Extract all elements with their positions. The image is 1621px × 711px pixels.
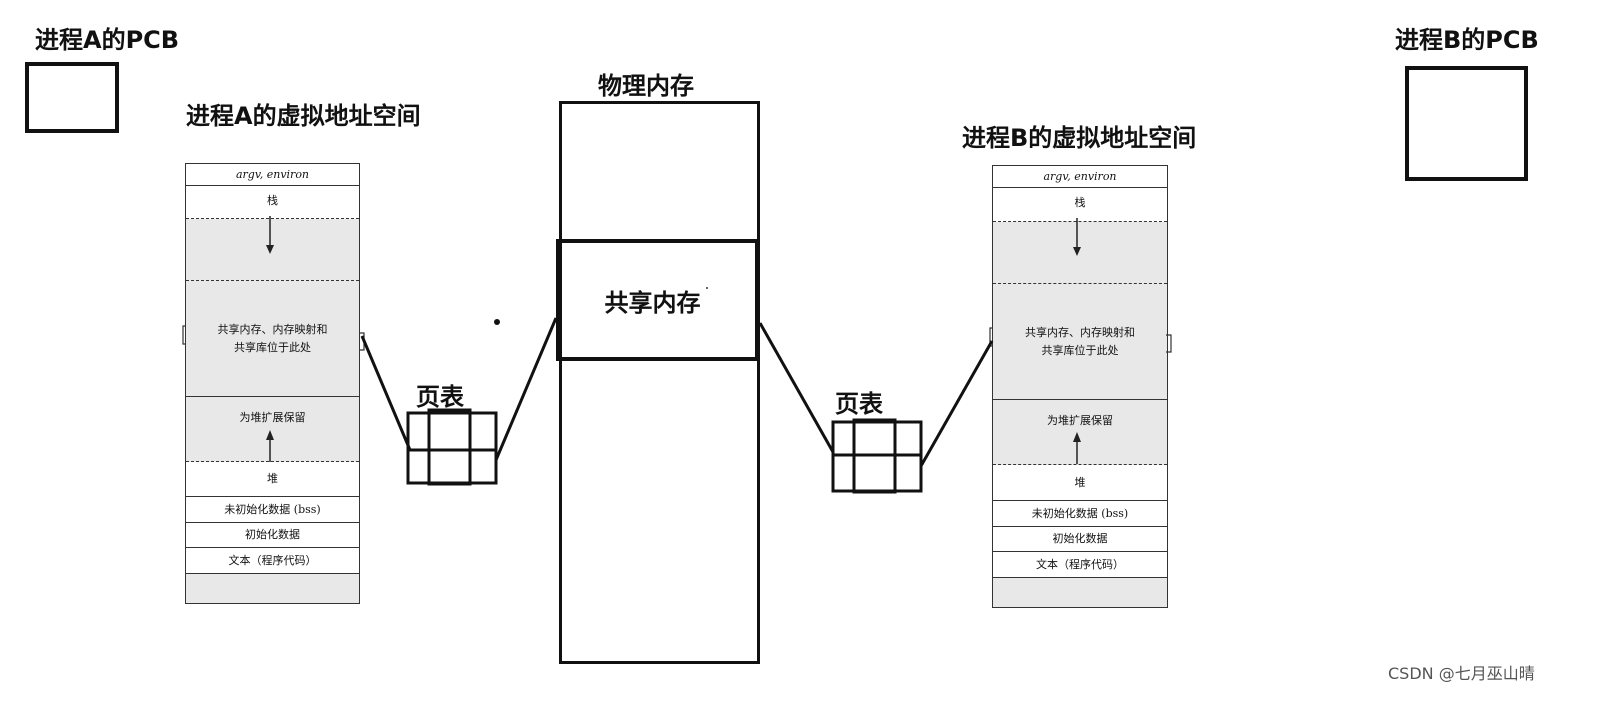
vas-a-heap-reserve: 为堆扩展保留 <box>186 397 359 462</box>
vas-a-stack: 栈 <box>186 186 359 219</box>
vas-b-heap: 堆 <box>993 465 1167 501</box>
line-shared-to-pt-b <box>758 322 835 453</box>
vas-a-bss: 未初始化数据 (bss) <box>186 497 359 523</box>
vas-a-shared-region: 共享内存、内存映射和 共享库位于此处 <box>186 281 359 397</box>
vas-a-heap: 堆 <box>186 462 359 497</box>
page-table-b-label: 页表 <box>835 390 883 418</box>
vas-b-argv: argv, environ <box>993 166 1167 188</box>
page-table-b-grid <box>831 418 923 494</box>
vas-b-bss: 未初始化数据 (bss) <box>993 501 1167 527</box>
vas-a-data: 初始化数据 <box>186 523 359 548</box>
shared-memory-region: 共享内存 <box>556 239 759 361</box>
vas-b-heap-reserve: 为堆扩展保留 <box>993 400 1167 465</box>
stray-dot <box>494 319 500 325</box>
watermark: CSDN @七月巫山晴 <box>1388 664 1535 683</box>
line-vas-a-to-pt-a <box>360 335 412 451</box>
vas-a-title: 进程A的虚拟地址空间 <box>186 102 421 130</box>
vas-b-text: 文本（程序代码） <box>993 552 1167 578</box>
vas-b-bottom <box>993 578 1167 607</box>
line-pt-b-to-vas-b <box>919 340 994 467</box>
pcb-a-label: 进程A的PCB <box>35 26 180 54</box>
vas-a-column: argv, environ 栈 共享内存、内存映射和 共享库位于此处 为堆扩展保… <box>185 163 360 604</box>
pcb-b-label: 进程B的PCB <box>1395 26 1539 54</box>
page-table-a-label: 页表 <box>416 383 464 411</box>
vas-b-stack: 栈 <box>993 188 1167 222</box>
physical-memory-title: 物理内存 <box>598 72 694 100</box>
vas-b-column: argv, environ 栈 共享内存、内存映射和 共享库位于此处 为堆扩展保… <box>992 165 1168 608</box>
pcb-a-box <box>25 62 119 133</box>
page-table-a-grid <box>406 408 498 486</box>
vas-b-shared-region: 共享内存、内存映射和 共享库位于此处 <box>993 284 1167 400</box>
physical-memory-box <box>559 101 760 664</box>
pcb-b-box <box>1405 66 1528 181</box>
line-pt-a-to-shared <box>494 317 558 461</box>
shared-memory-label: 共享内存 <box>604 288 701 317</box>
vas-a-argv: argv, environ <box>186 164 359 186</box>
vas-b-data: 初始化数据 <box>993 527 1167 552</box>
vas-b-stack-growth <box>993 222 1167 284</box>
vas-a-bottom <box>186 574 359 603</box>
vas-b-title: 进程B的虚拟地址空间 <box>962 124 1197 152</box>
vas-a-text: 文本（程序代码） <box>186 548 359 574</box>
vas-a-stack-growth <box>186 219 359 281</box>
